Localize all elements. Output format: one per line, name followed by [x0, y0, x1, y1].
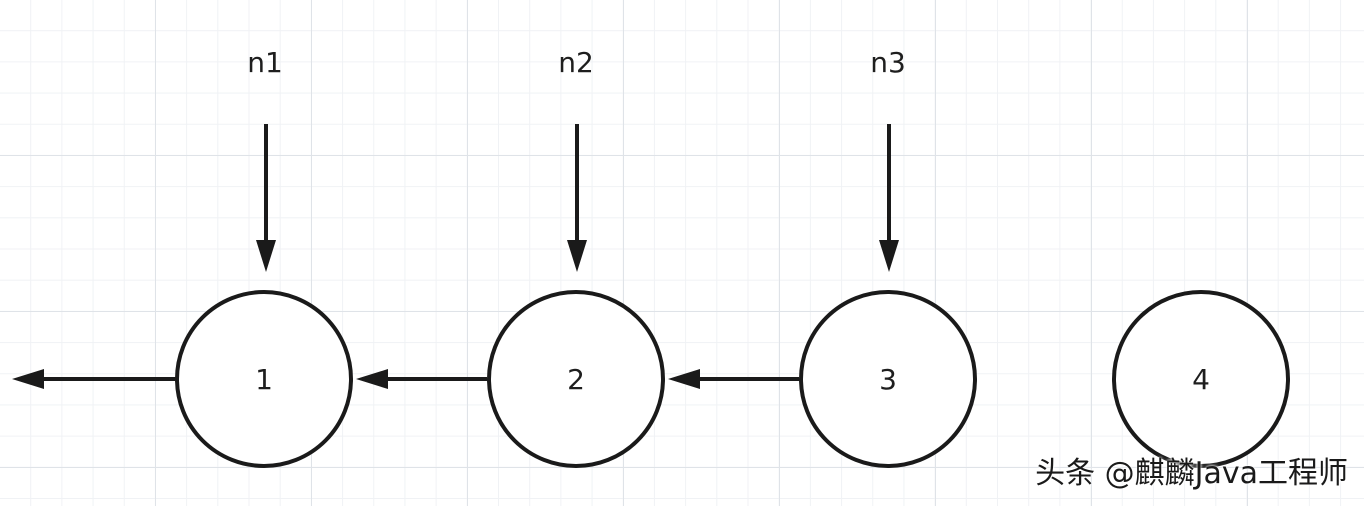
pointer-arrow-n2: [567, 124, 587, 272]
node-2-label: 2: [567, 363, 585, 396]
pointer-label-n2: n2: [558, 46, 594, 79]
pointer-arrow-n3: [879, 124, 899, 272]
node-1: 1: [175, 290, 353, 468]
link-arrow-node1-out: [12, 369, 176, 389]
node-3: 3: [799, 290, 977, 468]
node-4-label: 4: [1192, 363, 1210, 396]
pointer-label-n3: n3: [870, 46, 906, 79]
node-4: 4: [1112, 290, 1290, 468]
watermark-text: 头条 @麒麟Java工程师: [1035, 456, 1348, 491]
pointer-arrow-n1: [256, 124, 276, 272]
node-2: 2: [487, 290, 665, 468]
link-arrow-node3-to-node2: [668, 369, 799, 389]
pointer-label-n1: n1: [247, 46, 283, 79]
node-3-label: 3: [879, 363, 897, 396]
node-1-label: 1: [255, 363, 273, 396]
link-arrow-node2-to-node1: [356, 369, 487, 389]
